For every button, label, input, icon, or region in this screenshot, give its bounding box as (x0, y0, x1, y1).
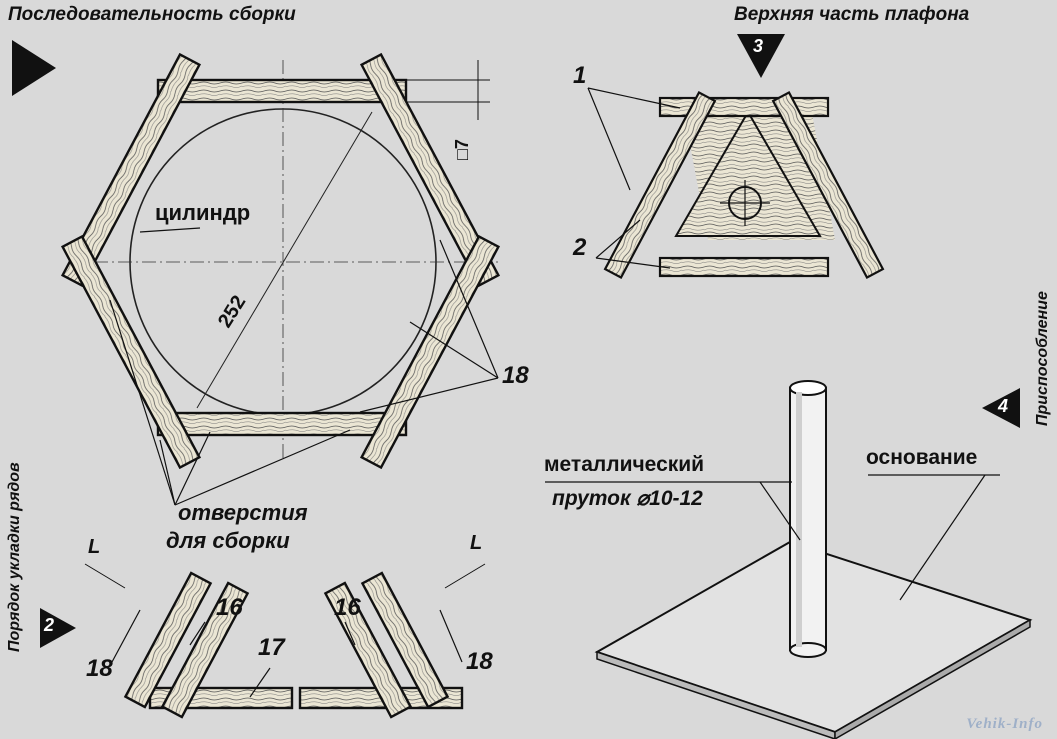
part-1-label: 1 (573, 62, 587, 89)
assembly-title: Последовательность сборки (8, 4, 296, 25)
top-part-diagram (587, 34, 885, 280)
hexagon-frame (60, 52, 501, 506)
part-2-label: 2 (573, 234, 587, 261)
cylinder-label: цилиндр (155, 200, 251, 225)
step4-number: 4 (998, 396, 1009, 416)
step4-arrow-icon (982, 388, 1020, 428)
base-label: основание (866, 446, 978, 469)
length-L-left: L (88, 536, 101, 558)
step3-arrow-icon (737, 34, 785, 78)
step3-number: 3 (753, 36, 764, 56)
part-17-label: 17 (258, 634, 285, 661)
step1-arrow-icon (12, 40, 56, 96)
fixture-diagram (545, 380, 1033, 739)
row-order-diagram (40, 563, 486, 719)
holes-label-line2: для сборки (166, 528, 290, 553)
part-18-label: 18 (502, 362, 529, 389)
rod-label-line1: металлический (544, 453, 705, 476)
dimension-square-7: □7 (452, 139, 472, 160)
watermark-logo: Vehik-Info (966, 716, 1043, 732)
step2-number: 2 (44, 615, 55, 635)
part-16-left: 16 (216, 594, 243, 621)
length-L-right: L (470, 532, 483, 554)
metal-rod (789, 387, 827, 651)
rod-label-line2: пруток ⌀10-12 (552, 487, 703, 510)
holes-label-line1: отверстия (178, 500, 308, 525)
top-part-title: Верхняя часть плафона (734, 4, 970, 25)
part-16-right: 16 (334, 594, 361, 621)
part-18-right: 18 (466, 648, 493, 675)
row-order-title: Порядок укладки рядов (6, 462, 23, 652)
fixture-title: Приспособление (1034, 291, 1051, 426)
step2-arrow-icon (40, 608, 76, 648)
part-18-left: 18 (86, 655, 113, 682)
